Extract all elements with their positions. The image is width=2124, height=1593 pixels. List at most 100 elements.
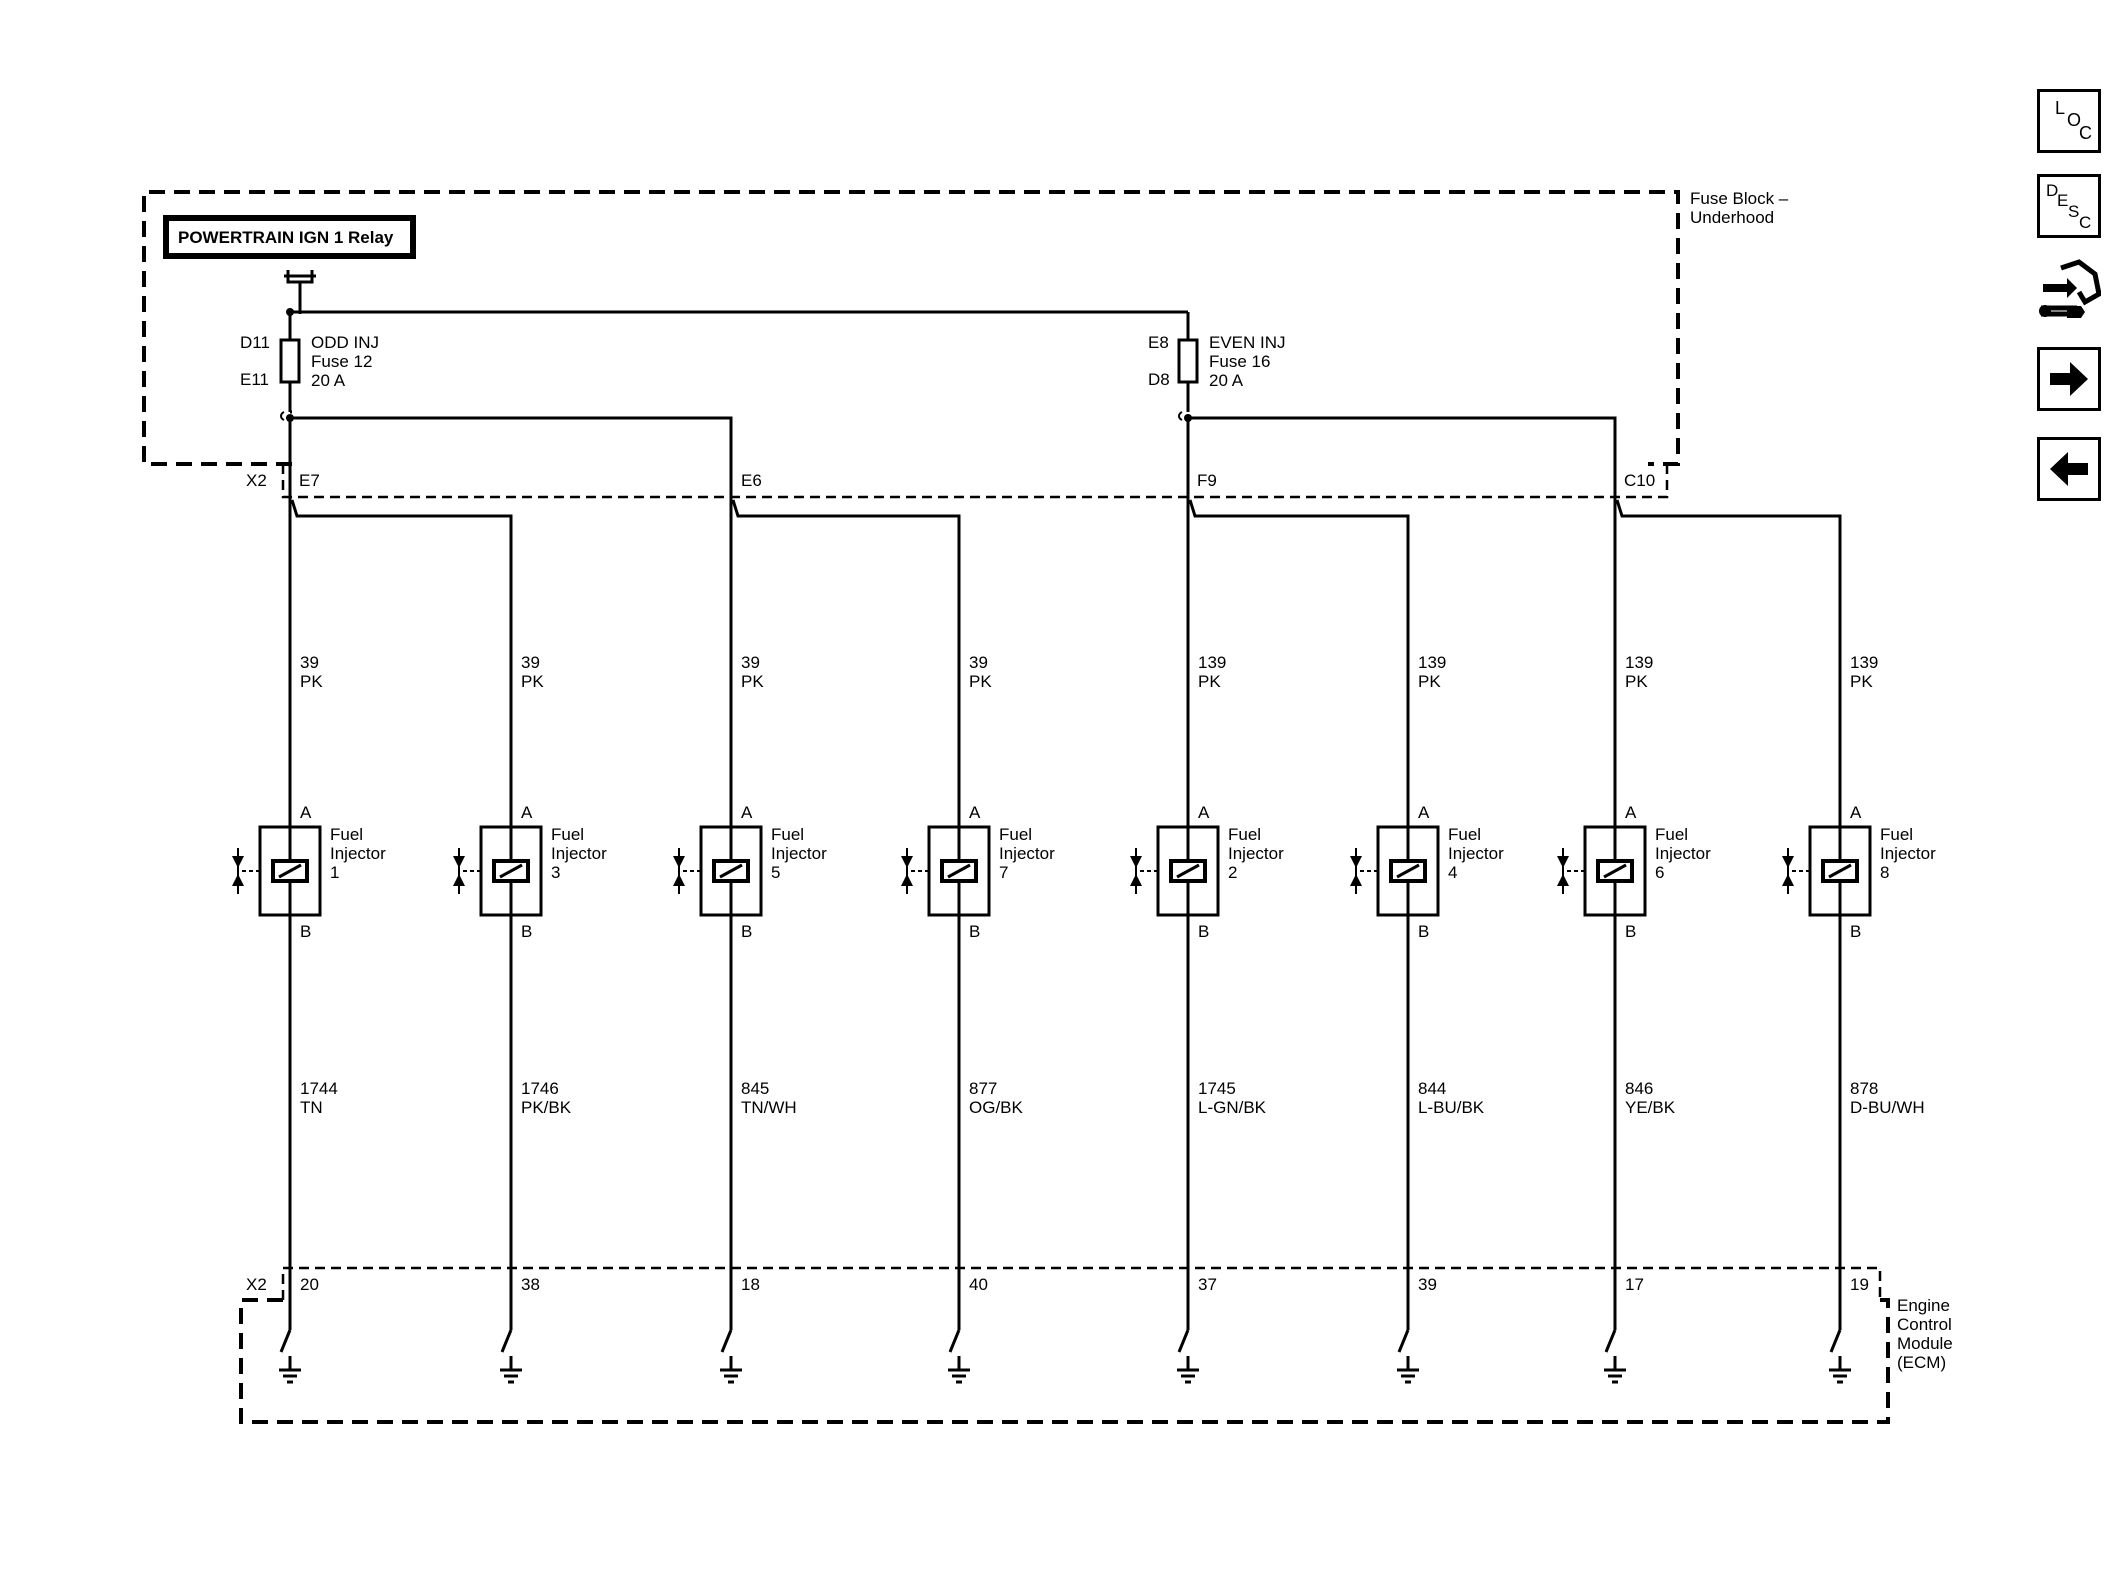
- control-wire-color: YE/BK: [1625, 1098, 1676, 1117]
- control-wire-color: OG/BK: [969, 1098, 1024, 1117]
- ecm-connector-id: X2: [246, 1275, 267, 1294]
- control-wire-color: TN/WH: [741, 1098, 797, 1117]
- fuse-block-pin-f9: F9: [1197, 471, 1217, 490]
- ecm-label-3: Module: [1897, 1334, 1953, 1353]
- fuse-12-bottom-pin: E11: [240, 370, 269, 389]
- fuse-block-pin-c10: C10: [1624, 471, 1655, 490]
- ecm-pin-number: 18: [741, 1275, 760, 1294]
- ecm-driver-switch: [948, 1329, 961, 1353]
- powertrain-ign1-relay: POWERTRAIN IGN 1 Relay: [163, 215, 416, 314]
- fuse-12-top-pin: D11: [240, 333, 270, 352]
- pin-a-label: A: [521, 803, 533, 822]
- next-button[interactable]: [2037, 347, 2101, 411]
- injector-number: 7: [999, 863, 1008, 882]
- previous-button[interactable]: [2037, 437, 2101, 501]
- description-icon-letter-4: C: [2079, 213, 2092, 232]
- fuel-injectors: 39PKABFuelInjector11744TN2039PKABFuelInj…: [232, 653, 1936, 1384]
- ecm-pin-number: 19: [1850, 1275, 1869, 1294]
- injector-name: Fuel: [771, 825, 804, 844]
- injector-name: Fuel: [1655, 825, 1688, 844]
- description-button[interactable]: D E S C: [2037, 174, 2101, 238]
- injector-name-2: Injector: [1448, 844, 1504, 863]
- control-circuit-number: 1744: [300, 1079, 338, 1098]
- supply-circuit-number: 39: [521, 653, 540, 672]
- pin-a-label: A: [1418, 803, 1430, 822]
- location-icon-letter-3: C: [2079, 123, 2092, 143]
- ecm-pin-number: 20: [300, 1275, 319, 1294]
- relay-label: POWERTRAIN IGN 1 Relay: [178, 228, 394, 247]
- control-circuit-number: 846: [1625, 1079, 1653, 1098]
- fuse-block-label: Fuse Block –: [1690, 189, 1789, 208]
- connector-tool-icon: [2039, 259, 2102, 318]
- arrow-left-icon: [2050, 452, 2088, 486]
- injector-number: 2: [1228, 863, 1237, 882]
- fuse-16-number: Fuse 16: [1209, 352, 1270, 371]
- fuse-16-rating: 20 A: [1209, 371, 1244, 390]
- pin-a-label: A: [969, 803, 981, 822]
- ecm-pin-number: 40: [969, 1275, 988, 1294]
- fuse-block-pin-e6: E6: [741, 471, 762, 490]
- ecm-pin-number: 17: [1625, 1275, 1644, 1294]
- supply-wire-color: PK: [741, 672, 764, 691]
- supply-circuit-number: 139: [1418, 653, 1446, 672]
- connector-tool-button[interactable]: [2037, 256, 2102, 332]
- injector-name: Fuel: [1228, 825, 1261, 844]
- pin-b-label: B: [300, 922, 311, 941]
- ecm-pin-number: 38: [521, 1275, 540, 1294]
- injector-name: Fuel: [330, 825, 363, 844]
- fuse-12-number: Fuse 12: [311, 352, 372, 371]
- ecm-pin-number: 37: [1198, 1275, 1217, 1294]
- supply-wire-color: PK: [1418, 672, 1441, 691]
- ecm-label-2: Control: [1897, 1315, 1952, 1334]
- supply-circuit-number: 139: [1850, 653, 1878, 672]
- fuse-block-connector-band: [281, 464, 1669, 499]
- fuse-block-pin-e7: E7: [299, 471, 320, 490]
- pin-b-label: B: [969, 922, 980, 941]
- ecm-connector-band: [281, 1266, 1882, 1300]
- supply-wire-color: PK: [1198, 672, 1221, 691]
- fuse-16-bottom-pin: D8: [1148, 370, 1170, 389]
- ecm-outline: [239, 1298, 1890, 1424]
- pin-b-label: B: [741, 922, 752, 941]
- location-icon: L: [2055, 98, 2066, 118]
- control-circuit-number: 1745: [1198, 1079, 1236, 1098]
- pin-a-label: A: [741, 803, 753, 822]
- ecm-driver-switch: [1177, 1329, 1190, 1353]
- injector-number: 5: [771, 863, 780, 882]
- injector-number: 8: [1880, 863, 1889, 882]
- control-circuit-number: 845: [741, 1079, 769, 1098]
- fuse-16-even-inj: [1177, 312, 1199, 412]
- pin-b-label: B: [1198, 922, 1209, 941]
- injector-number: 1: [330, 863, 339, 882]
- fuse-block-connector-id: X2: [246, 471, 267, 490]
- ecm-driver-switch: [1397, 1329, 1410, 1353]
- injector-name-2: Injector: [1880, 844, 1936, 863]
- ecm-label-1: Engine: [1897, 1296, 1950, 1315]
- description-icon-letter-3: S: [2068, 202, 2080, 221]
- control-wire-color: L-GN/BK: [1198, 1098, 1267, 1117]
- location-button[interactable]: L O C: [2037, 89, 2101, 153]
- control-wire-color: L-BU/BK: [1418, 1098, 1485, 1117]
- injector-name: Fuel: [1448, 825, 1481, 844]
- fuse-16-top-pin: E8: [1148, 333, 1169, 352]
- ecm-driver-switch: [720, 1329, 733, 1353]
- pin-a-label: A: [300, 803, 312, 822]
- injector-number: 3: [551, 863, 560, 882]
- wire-jump-marker: [280, 411, 285, 421]
- injector-name-2: Injector: [330, 844, 386, 863]
- supply-wire-color: PK: [300, 672, 323, 691]
- supply-wire-color: PK: [521, 672, 544, 691]
- fuse-12-rating: 20 A: [311, 371, 346, 390]
- injector-name: Fuel: [551, 825, 584, 844]
- injector-number: 6: [1655, 863, 1664, 882]
- fuse-16-name: EVEN INJ: [1209, 333, 1286, 352]
- arrow-right-icon: [2050, 362, 2088, 396]
- wire-jump-marker-2: [1178, 411, 1183, 421]
- ecm-label-4: (ECM): [1897, 1353, 1946, 1372]
- pin-b-label: B: [521, 922, 532, 941]
- control-circuit-number: 1746: [521, 1079, 559, 1098]
